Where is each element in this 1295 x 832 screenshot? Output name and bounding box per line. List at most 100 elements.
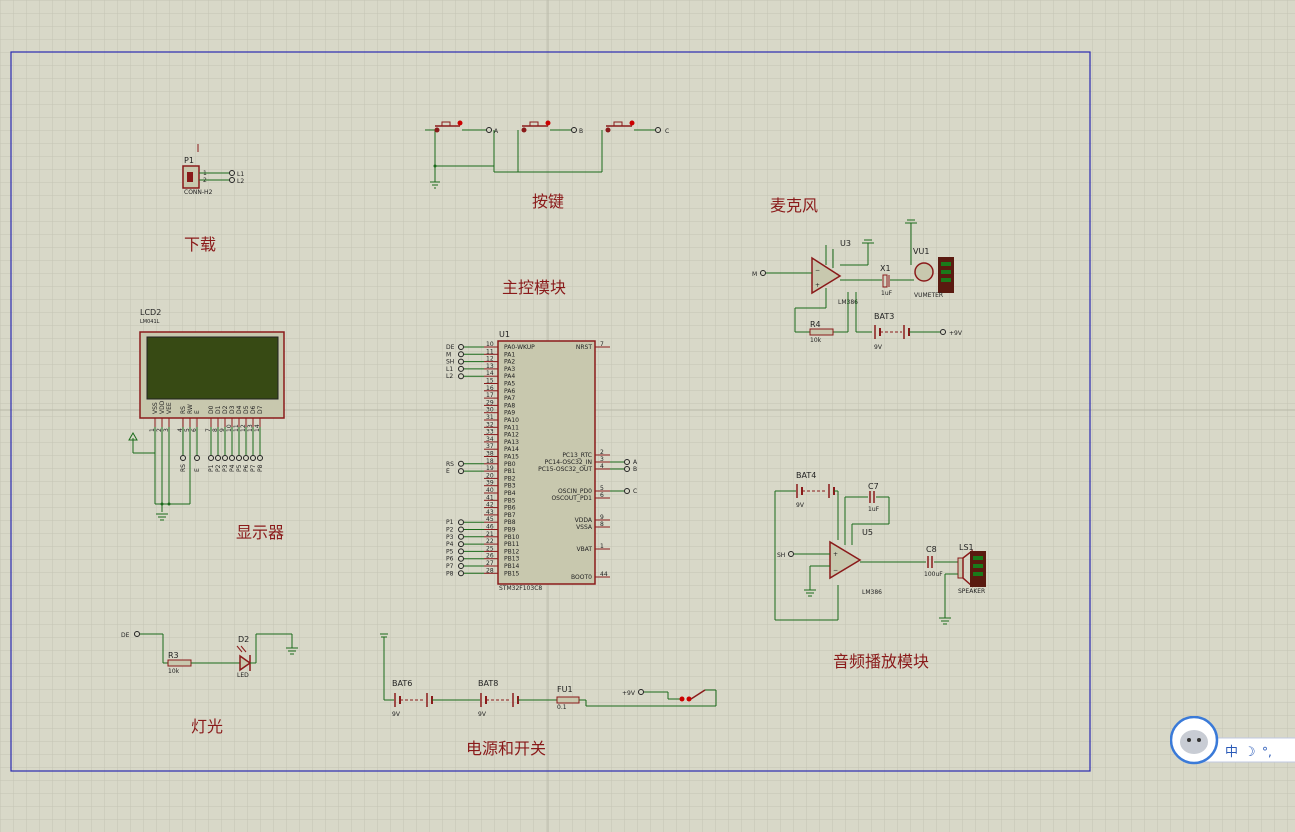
svg-text:+9V: +9V [949, 330, 963, 337]
lcd-net-label: P7 [250, 464, 257, 472]
component-c8[interactable]: C8 100uF [924, 545, 958, 578]
lcd-pin-number: 3 [163, 428, 170, 432]
u1-pin-number: 12 [486, 356, 494, 363]
lcd-pin-number: 10 [226, 424, 233, 432]
u1-pin-number: 14 [486, 370, 494, 377]
svg-text:D2: D2 [238, 635, 249, 644]
u1-pin-label: PC13_RTC [562, 452, 592, 459]
u1-pin-label: PA5 [504, 381, 515, 388]
u1-net-label: P5 [446, 548, 454, 555]
svg-text:+: + [833, 551, 838, 558]
u1-pin-number: 42 [486, 502, 494, 509]
u1-pin-number: 32 [486, 421, 494, 428]
u1-net-label: DE [446, 344, 455, 351]
u1-pin-label: PA7 [504, 395, 515, 402]
p1-ref: P1 [184, 156, 194, 165]
u1-pin-label: PB15 [504, 570, 520, 577]
lcd-pin-number: 1 [149, 428, 156, 432]
svg-text:9V: 9V [392, 711, 401, 718]
svg-text:BAT8: BAT8 [478, 679, 498, 688]
u1-pin-label: PB2 [504, 475, 516, 482]
label-display: 显示器 [236, 523, 284, 542]
lcd-pin-label: D0 [208, 405, 215, 414]
component-power[interactable]: BAT6 9V BAT8 9V FU1 0.1 +9V [380, 633, 717, 718]
u1-pin-label: VSSA [576, 524, 593, 531]
svg-text:LCD2: LCD2 [140, 308, 161, 317]
u1-pin-label: VBAT [576, 546, 592, 553]
component-ls1[interactable]: LS1 SPEAKER [939, 543, 986, 625]
u1-pin-number: 15 [486, 378, 494, 385]
punct-icon[interactable]: °, [1262, 745, 1272, 759]
u1-pin-label: OSCIN_PD0 [558, 488, 592, 495]
u1-net-label: M [446, 351, 451, 358]
component-u1[interactable]: U1 STM32F103C8 PA0-WKUP10PA111PA212PA313… [446, 330, 638, 592]
component-bat4[interactable]: BAT4 9V [774, 471, 839, 621]
svg-text:A: A [494, 128, 499, 135]
lcd-pin-label: D2 [222, 405, 229, 414]
component-vu1[interactable]: VU1 VUMETER [905, 219, 954, 299]
component-keys[interactable]: A B C [425, 120, 669, 189]
u1-pin-number: 45 [486, 516, 494, 523]
lcd-net-label: P2 [215, 464, 222, 472]
lcd-pin-label: VDD [159, 400, 166, 414]
component-u5[interactable]: U5 + − LM386 SH [777, 528, 926, 597]
u1-pin-label: PB14 [504, 563, 520, 570]
u1-pin-label: PB12 [504, 548, 520, 555]
u1-pin-number: 27 [486, 560, 494, 567]
svg-text:CONN-H2: CONN-H2 [184, 189, 213, 196]
component-x1[interactable]: X1 1uF [880, 264, 914, 297]
lcd-pin-number: 7 [205, 428, 212, 432]
u1-pin-number: 30 [486, 407, 494, 414]
component-lcd2[interactable]: LCD2 LM041L VSS1VDD2VEE3RS4RW5E6D07D18D2… [128, 308, 285, 521]
svg-text:L2: L2 [237, 178, 244, 185]
lcd-pin-number: 6 [191, 428, 198, 432]
lcd-pin-label: RS [180, 406, 187, 414]
u1-pin-number: 17 [486, 392, 494, 399]
ime-mode[interactable]: 中 [1225, 745, 1238, 760]
u1-pin-label: BOOT0 [571, 574, 592, 581]
lcd-pin-label: D5 [243, 405, 250, 414]
u1-pin-number: 11 [486, 348, 494, 355]
lcd-pin-number: 4 [177, 428, 184, 432]
u1-pin-label: PB4 [504, 490, 516, 497]
svg-text:LM041L: LM041L [140, 319, 160, 325]
u1-net-label: P1 [446, 519, 454, 526]
lcd-pin-label: D1 [215, 405, 222, 414]
lcd-pin-number: 13 [247, 424, 254, 432]
svg-text:10k: 10k [168, 668, 180, 675]
u1-pin-label: PA13 [504, 439, 519, 446]
u1-pin-label: PB8 [504, 519, 516, 526]
component-c7[interactable]: C7 1uF [844, 482, 890, 545]
svg-text:LS1: LS1 [959, 543, 974, 552]
lcd-net-label: E [194, 468, 201, 472]
lcd-net-label: P1 [208, 464, 215, 472]
component-light[interactable]: DE R3 10k D2 LED [121, 631, 298, 680]
svg-text:SPEAKER: SPEAKER [958, 588, 985, 595]
lcd-pin-label: D4 [236, 405, 243, 414]
component-u3[interactable]: U3 − + LM386 M [752, 239, 882, 333]
label-keys: 按键 [532, 192, 564, 211]
u1-pin-number: 3 [600, 456, 604, 463]
component-r4[interactable]: R4 10k [809, 320, 834, 344]
svg-text:BAT4: BAT4 [796, 471, 816, 480]
ghost-icon [1180, 730, 1208, 754]
svg-text:STM32F103C8: STM32F103C8 [499, 585, 542, 592]
u1-pin-label: PA11 [504, 424, 519, 431]
component-bat3[interactable]: BAT3 +9V 9V [874, 312, 963, 351]
u1-pin-number: 1 [600, 543, 604, 550]
svg-text:X1: X1 [880, 264, 891, 273]
u1-pin-label: NRST [576, 344, 592, 351]
component-p1[interactable]: P1 1 2 L1 L2 CONN-H2 [182, 144, 244, 196]
svg-text:U5: U5 [862, 528, 873, 537]
u1-pin-label: PA6 [504, 388, 515, 395]
lcd-pin-label: D3 [229, 405, 236, 414]
u1-pin-number: 29 [486, 399, 494, 406]
u1-pin-number: 13 [486, 363, 494, 370]
u1-net-label: P2 [446, 527, 454, 534]
ime-toolbar[interactable]: 中 ☽ °, [1170, 716, 1295, 768]
svg-text:100uF: 100uF [924, 571, 943, 578]
svg-text:R4: R4 [810, 320, 821, 329]
moon-icon[interactable]: ☽ [1244, 745, 1256, 760]
